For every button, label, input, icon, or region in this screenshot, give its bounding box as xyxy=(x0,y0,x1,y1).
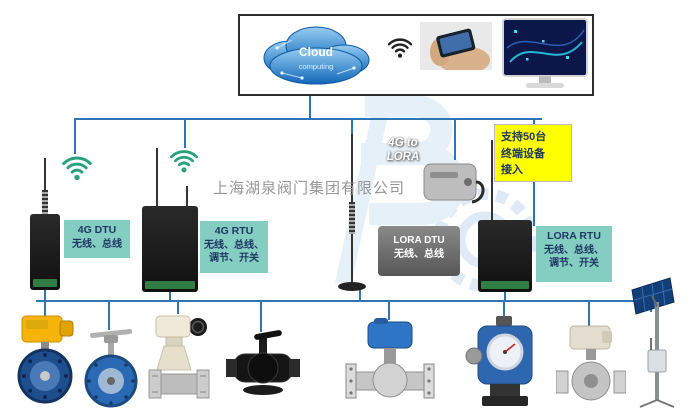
gateway-label-line1: 4G to xyxy=(388,137,418,149)
label-lora-dtu: LORA DTU 无线、总线 xyxy=(378,226,460,276)
connector-line xyxy=(44,300,46,316)
electric-actuator-with-gauge xyxy=(465,316,533,406)
antenna xyxy=(491,140,493,220)
connector-bus-bottom xyxy=(36,300,658,302)
lora-rtu-device xyxy=(478,220,532,292)
support-note-line2: 终端设备 xyxy=(501,147,545,160)
wifi-signal-icon xyxy=(62,156,92,181)
connector-line xyxy=(454,118,456,160)
connector-line xyxy=(503,300,505,316)
connector-line xyxy=(504,292,506,300)
antenna xyxy=(44,158,46,216)
antenna-magnetic-base xyxy=(338,282,366,291)
computer-monitor-photo xyxy=(502,18,588,88)
antenna-cable xyxy=(351,236,353,286)
electric-flanged-ball-valve-blue xyxy=(345,318,435,399)
company-name-watermark: 上海湖泉阀门集团有限公司 xyxy=(213,180,406,197)
rtu-4g-device xyxy=(142,206,198,292)
connector-line xyxy=(351,118,353,134)
label-4g-dtu-title: 4G DTU xyxy=(77,224,117,236)
label-lora-rtu-line2: 调节、开关 xyxy=(549,257,599,269)
terminal-block xyxy=(33,279,57,287)
label-lora-rtu-title: LORA RTU xyxy=(547,230,601,242)
antenna xyxy=(186,186,188,206)
support-note-line1: 支持50台 xyxy=(501,131,547,143)
antenna xyxy=(156,148,158,206)
label-4g-dtu: 4G DTU 无线、总线 xyxy=(64,220,130,258)
cloud-computing-icon: Cloud computing xyxy=(263,26,370,85)
solar-power-station xyxy=(631,277,675,408)
connector-line xyxy=(184,118,186,148)
lora-dtu-device: LORA DTU 无线、总线 xyxy=(378,226,460,276)
electric-ball-valve-cream-actuator xyxy=(556,325,626,401)
connector-line xyxy=(108,300,110,330)
ball-valve-black xyxy=(226,330,300,395)
wifi-signal-icon xyxy=(387,38,413,58)
electric-butterfly-valve-yellow-actuator xyxy=(17,315,74,404)
connector-bus-top xyxy=(74,118,542,120)
electric-gate-valve xyxy=(148,315,210,399)
manual-butterfly-valve-blue xyxy=(84,329,138,408)
gateway-4g-to-lora-device xyxy=(423,163,485,204)
connector-line xyxy=(74,118,76,154)
connector-line xyxy=(260,300,262,332)
label-4g-dtu-line1: 无线、总线 xyxy=(72,238,122,250)
cloud-subtitle: computing xyxy=(299,62,334,71)
support-capacity-note: 支持50台 终端设备 接入 xyxy=(494,124,572,182)
gateway-label-line2: LORA xyxy=(386,151,420,164)
label-lora-dtu-line1: 无线、总线 xyxy=(394,248,444,260)
connector-line xyxy=(533,182,535,226)
terminal-block xyxy=(145,281,195,289)
lora-antenna xyxy=(351,134,353,236)
dtu-4g-device xyxy=(30,214,60,290)
label-4g-rtu-title: 4G RTU xyxy=(214,225,254,237)
wifi-signal-icon xyxy=(170,150,198,173)
hand-holding-phone-photo xyxy=(420,22,492,70)
support-note-line3: 接入 xyxy=(501,164,523,176)
label-lora-dtu-title: LORA DTU xyxy=(393,235,445,246)
label-4g-rtu-line1: 无线、总线、 xyxy=(204,239,264,251)
label-4g-rtu: 4G RTU 无线、总线、 调节、开关 xyxy=(200,221,268,273)
connector-line xyxy=(177,300,179,314)
connector-line xyxy=(588,300,590,326)
antenna-coil xyxy=(42,190,48,214)
connector-line xyxy=(309,96,311,119)
gateway-4g-to-lora-label: 4G to LORA xyxy=(378,136,428,165)
connector-line xyxy=(44,290,46,300)
connector-line xyxy=(169,292,171,300)
label-lora-rtu: LORA RTU 无线、总线、 调节、开关 xyxy=(536,226,612,282)
label-lora-rtu-line1: 无线、总线、 xyxy=(544,244,604,256)
connector-line xyxy=(359,288,361,300)
connector-line xyxy=(533,118,535,126)
terminal-block xyxy=(481,281,529,289)
connector-line xyxy=(388,300,390,320)
antenna-coil xyxy=(349,202,355,234)
cloud-title: Cloud xyxy=(299,45,333,59)
label-4g-rtu-line2: 调节、开关 xyxy=(209,252,259,264)
